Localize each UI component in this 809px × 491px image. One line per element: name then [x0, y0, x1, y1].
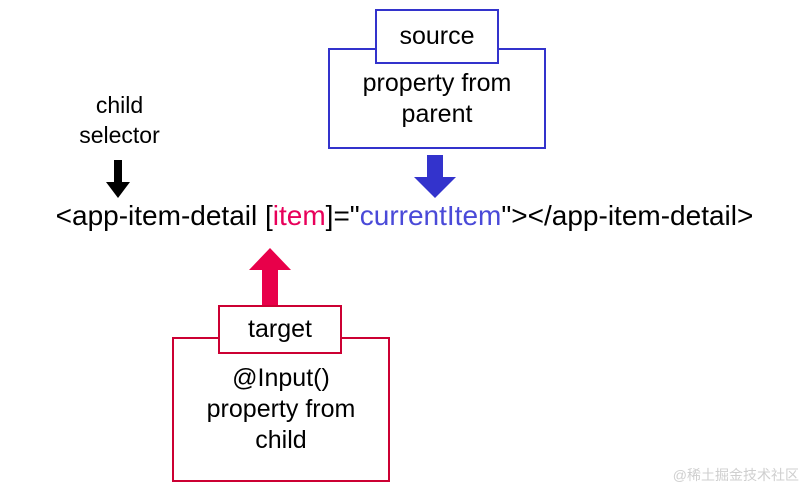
watermark: @稀土掘金技术社区	[672, 467, 799, 483]
down-arrow-blue-icon	[410, 155, 460, 205]
target-box-text: @Input() property from child	[206, 364, 356, 454]
code-binding-property: item	[272, 200, 326, 231]
target-box: @Input() property from child	[172, 337, 390, 482]
source-label-text: source	[399, 22, 475, 50]
code-middle: ]="	[325, 200, 360, 231]
code-suffix: "></app-item-detail>	[501, 200, 754, 231]
target-label-box: target	[218, 305, 342, 354]
code-line: <app-item-detail [item]="currentItem"></…	[0, 200, 809, 232]
up-arrow-red-icon	[245, 248, 295, 313]
code-binding-value: currentItem	[359, 200, 502, 231]
down-arrow-black-icon	[100, 160, 136, 205]
source-box-text: property from parent	[362, 68, 512, 128]
child-selector-caption: child selector	[79, 92, 160, 148]
code-prefix: <app-item-detail [	[55, 200, 273, 231]
target-label-text: target	[248, 315, 312, 343]
source-box: property from parent	[328, 48, 546, 149]
source-label-box: source	[375, 9, 499, 64]
